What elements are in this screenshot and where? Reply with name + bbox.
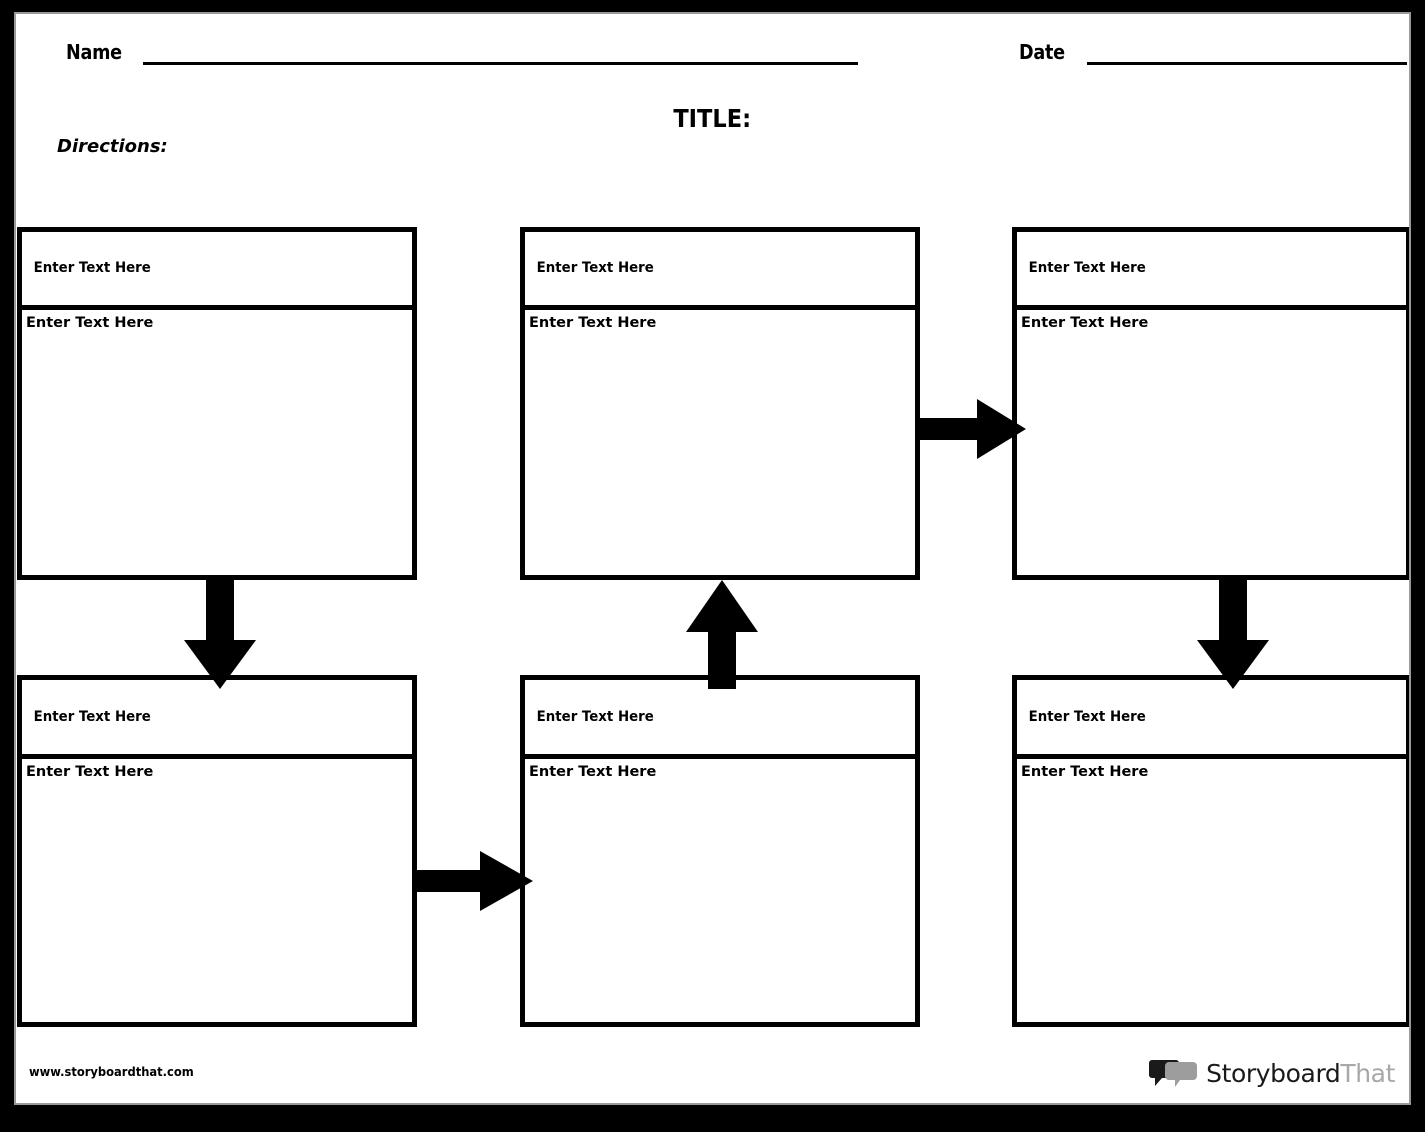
- cell-r2c2[interactable]: Enter Text Here Enter Text Here: [520, 675, 920, 1027]
- cell-r1c2-header[interactable]: Enter Text Here: [525, 232, 915, 310]
- cell-r1c2-heading-text: Enter Text Here: [536, 260, 654, 277]
- storyboardthat-logo[interactable]: StoryboardThat: [1149, 1058, 1395, 1088]
- cell-r2c3-header[interactable]: Enter Text Here: [1017, 680, 1406, 759]
- cell-r1c1-body-text: Enter Text Here: [26, 315, 154, 331]
- arrow-right-icon: [920, 399, 1026, 459]
- cell-r1c2-body[interactable]: Enter Text Here: [525, 310, 915, 575]
- page-title[interactable]: TITLE:: [16, 106, 1409, 131]
- page-title-text: TITLE:: [673, 104, 752, 133]
- cell-r1c1-body[interactable]: Enter Text Here: [22, 310, 412, 575]
- footer-website-url[interactable]: www.storyboardthat.com: [29, 1064, 194, 1079]
- cell-r2c2-heading-text: Enter Text Here: [536, 708, 654, 725]
- cell-r1c1-heading-text: Enter Text Here: [33, 260, 151, 277]
- date-input-rule[interactable]: [1087, 62, 1408, 65]
- cell-r1c3[interactable]: Enter Text Here Enter Text Here: [1012, 227, 1409, 580]
- cell-r1c1[interactable]: Enter Text Here Enter Text Here: [17, 227, 417, 580]
- cell-r1c2[interactable]: Enter Text Here Enter Text Here: [520, 227, 920, 580]
- arrow-up-icon: [686, 580, 758, 689]
- logo-wordmark-secondary: That: [1340, 1058, 1395, 1088]
- cell-r2c3-heading-text: Enter Text Here: [1028, 708, 1146, 725]
- cell-r1c1-header[interactable]: Enter Text Here: [22, 232, 412, 310]
- cell-r2c1-heading-text: Enter Text Here: [33, 708, 151, 725]
- date-field[interactable]: Date: [1019, 40, 1408, 65]
- logo-wordmark: StoryboardThat: [1206, 1061, 1395, 1086]
- cell-r2c2-header[interactable]: Enter Text Here: [525, 680, 915, 759]
- arrow-down-icon: [184, 580, 256, 689]
- cell-r2c2-body[interactable]: Enter Text Here: [525, 759, 915, 1022]
- cell-r2c3-body[interactable]: Enter Text Here: [1017, 759, 1406, 1022]
- cell-r1c2-body-text: Enter Text Here: [529, 315, 657, 331]
- cell-r1c3-heading-text: Enter Text Here: [1028, 260, 1146, 277]
- cell-r1c3-body[interactable]: Enter Text Here: [1017, 310, 1406, 575]
- speech-bubbles-icon: [1149, 1058, 1198, 1088]
- name-input-rule[interactable]: [143, 62, 859, 65]
- cell-r2c3[interactable]: Enter Text Here Enter Text Here: [1012, 675, 1409, 1027]
- cell-r2c1-body[interactable]: Enter Text Here: [22, 759, 412, 1022]
- cell-r2c2-body-text: Enter Text Here: [529, 764, 657, 780]
- cell-r2c1-body-text: Enter Text Here: [26, 764, 154, 780]
- name-label: Name: [66, 40, 122, 64]
- logo-wordmark-primary: Storyboard: [1206, 1058, 1341, 1088]
- name-field[interactable]: Name: [66, 40, 859, 65]
- cell-r1c3-header[interactable]: Enter Text Here: [1017, 232, 1406, 310]
- directions-label[interactable]: Directions:: [57, 136, 168, 157]
- date-label: Date: [1019, 40, 1065, 64]
- arrow-down-icon: [1197, 580, 1269, 689]
- worksheet-sheet: Name Date TITLE: Directions: Enter Text …: [14, 12, 1411, 1105]
- cell-r2c1[interactable]: Enter Text Here Enter Text Here: [17, 675, 417, 1027]
- cell-r1c3-body-text: Enter Text Here: [1021, 315, 1149, 331]
- cell-r2c1-header[interactable]: Enter Text Here: [22, 680, 412, 759]
- cell-r2c3-body-text: Enter Text Here: [1021, 764, 1149, 780]
- arrow-right-icon: [417, 851, 533, 911]
